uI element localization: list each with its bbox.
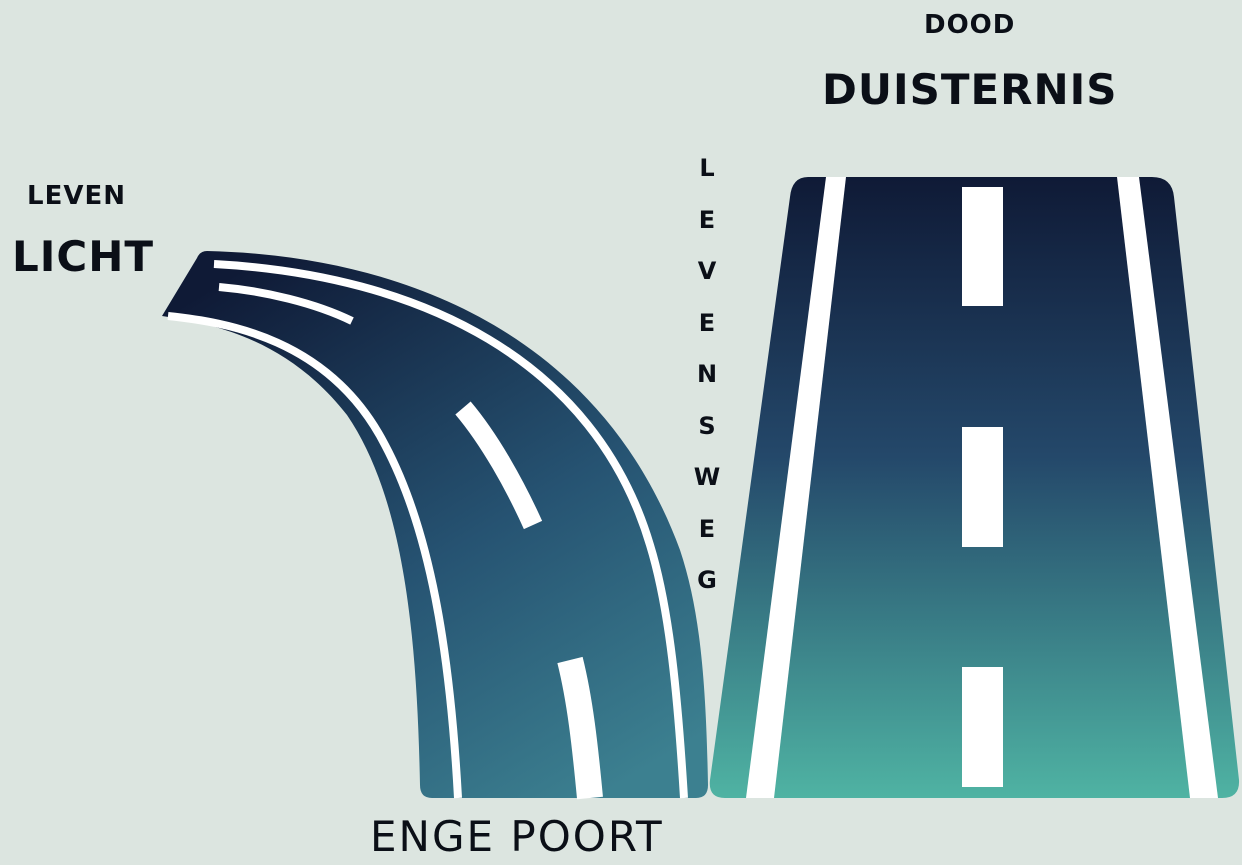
wide-road-center-dash: [962, 187, 1003, 306]
vertical-letter: E: [698, 308, 716, 337]
vertical-letter: L: [699, 154, 715, 182]
vertical-letter: N: [696, 360, 718, 388]
vertical-letter: E: [698, 514, 716, 543]
wide-road-right-edge-line: [1117, 177, 1218, 798]
wide-road-center-dash: [962, 667, 1003, 787]
vertical-letter: W: [693, 463, 721, 491]
narrow-road-center-dash: [218, 283, 354, 325]
narrow-road-center-dash: [557, 656, 603, 800]
wide-road-left-edge-line: [746, 177, 846, 798]
vertical-letter: G: [697, 566, 717, 594]
narrow-road-inner-edge-line: [167, 312, 462, 799]
label-leven: LEVEN: [27, 181, 126, 211]
label-duisternis: DUISTERNIS: [822, 65, 1118, 114]
narrow-road-center-dash: [455, 401, 543, 530]
wide-road-center-dash: [962, 427, 1003, 547]
label-dood: DOOD: [924, 10, 1016, 40]
vertical-letter: E: [698, 205, 716, 234]
wide-road: [709, 177, 1240, 798]
vertical-letter: S: [698, 411, 716, 440]
label-enge-poort: ENGE POORT: [370, 812, 664, 861]
vertical-letter: V: [697, 257, 717, 285]
narrow-road-outer-edge-line: [213, 260, 688, 799]
label-licht: LICHT: [12, 232, 155, 281]
narrow-road: [162, 251, 708, 800]
